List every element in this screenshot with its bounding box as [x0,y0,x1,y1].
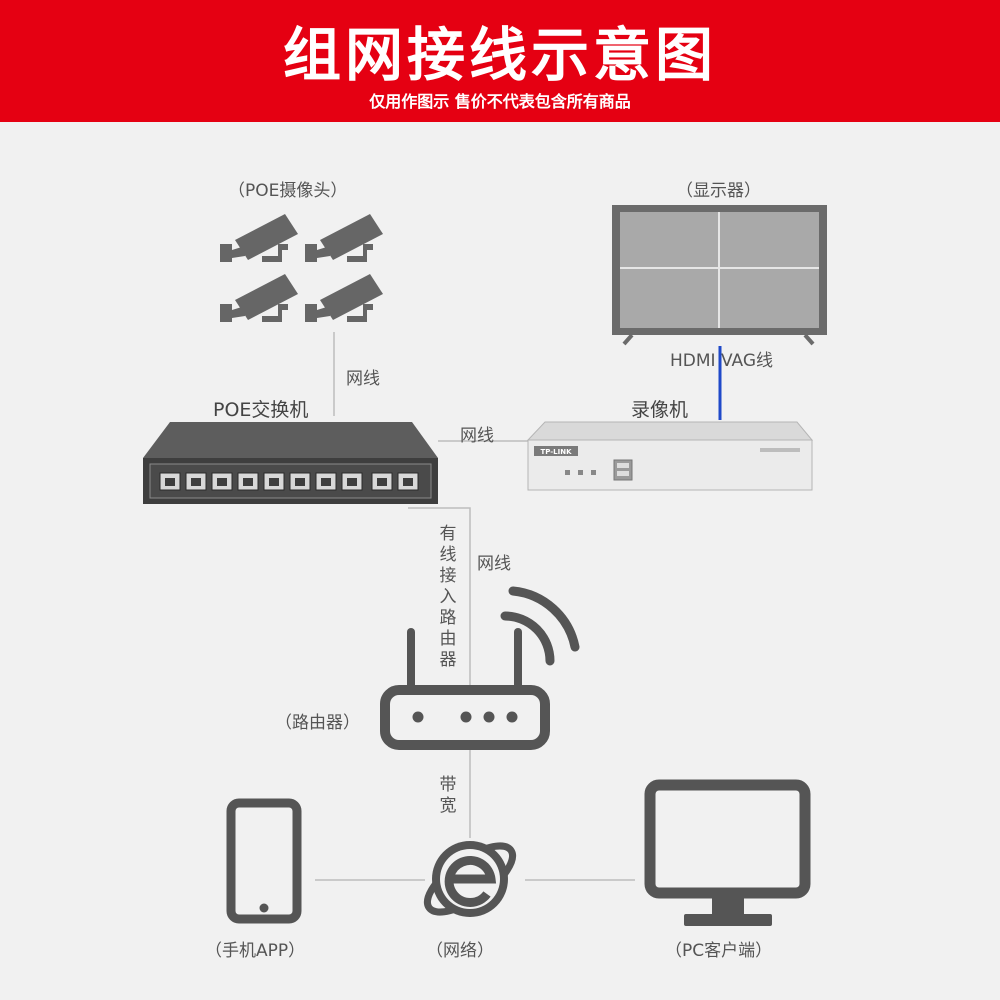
camera-icon [305,274,383,322]
router-internet-link-label: 带宽 [439,775,457,816]
header-banner: 组网接线示意图 仅用作图示 售价不代表包含所有商品 [0,0,1000,122]
switch-router-line [408,507,471,690]
switch-router-cable-label: 网线 [477,554,511,574]
monitor-label: （显示器） [676,181,761,201]
page-title: 组网接线示意图 [282,21,717,89]
pc-icon [644,779,811,926]
pc-label: （PC客户端） [665,941,773,961]
monitor-icon [612,205,827,346]
internet-e-icon [423,841,517,917]
monitor-nvr-link-label: HDMI VAG线 [670,351,774,371]
switch-nvr-link-label: 网线 [460,426,494,446]
poe-switch-icon [143,422,438,504]
router-label: （路由器） [275,713,360,733]
switch-router-wired-label: 有线接入路由器 [439,524,457,670]
camera-icon [305,214,383,262]
internet-label: （网络） [426,941,494,961]
camera-icon [220,274,298,322]
nvr-label: 录像机 [631,399,689,421]
phone-label: （手机APP） [205,941,306,961]
camera-switch-link-label: 网线 [346,369,380,389]
cameras-label: （POE摄像头） [228,181,348,201]
poe-switch-label: POE交换机 [213,399,309,421]
camera-icon [220,214,298,262]
nvr-brand-logo: TP-LINK [540,448,572,456]
phone-icon [226,798,302,924]
nvr-icon: TP-LINK [526,421,814,491]
router-icon [380,586,580,750]
page-subtitle: 仅用作图示 售价不代表包含所有商品 [369,92,631,111]
